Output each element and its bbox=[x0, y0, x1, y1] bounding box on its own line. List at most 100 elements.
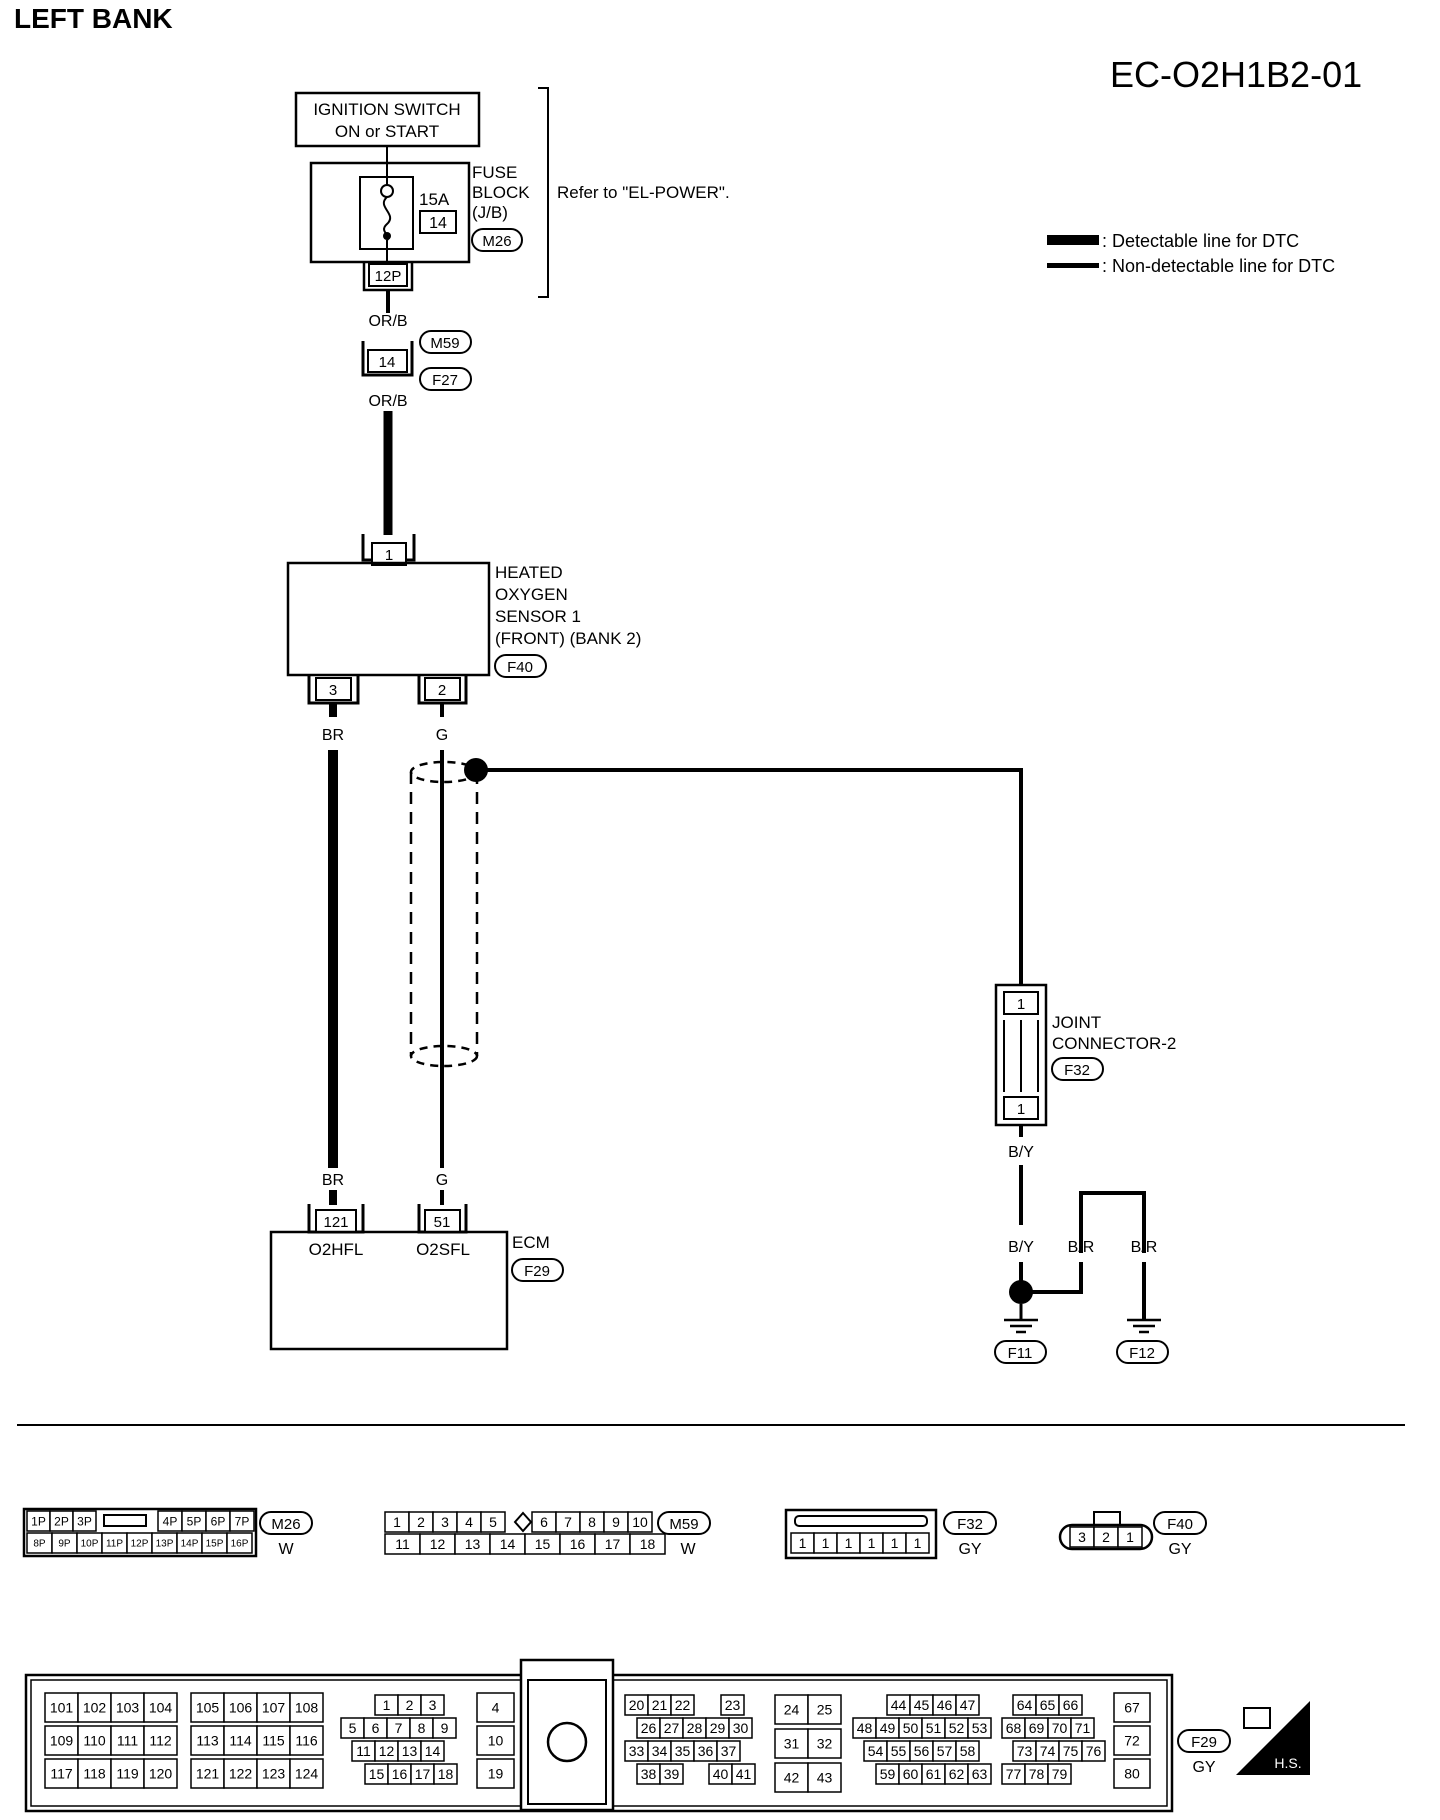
pin-label: 17 bbox=[415, 1766, 431, 1782]
pin-label: 9 bbox=[612, 1514, 620, 1530]
pin-label: 1 bbox=[383, 1697, 391, 1713]
pin-cell bbox=[476, 1692, 515, 1723]
svg-text:HEATED: HEATED bbox=[495, 563, 563, 582]
pin-cell bbox=[629, 1533, 666, 1555]
legend: : Detectable line for DTC : Non-detectab… bbox=[1047, 231, 1335, 276]
pin-label: 3 bbox=[1078, 1529, 1086, 1545]
pin-cell bbox=[476, 1758, 515, 1789]
pin-label: 1 bbox=[799, 1535, 807, 1551]
svg-text:BR: BR bbox=[322, 727, 344, 744]
pin-label: 1 bbox=[914, 1535, 922, 1551]
junction-pin: 14 bbox=[379, 354, 396, 371]
svg-text:OR/B: OR/B bbox=[368, 313, 407, 330]
pin-label: 121 bbox=[196, 1766, 220, 1782]
pin-label: 53 bbox=[972, 1720, 988, 1736]
pin-cell bbox=[480, 1511, 506, 1533]
pin-label: 12 bbox=[379, 1743, 395, 1759]
pin-cell bbox=[670, 1694, 695, 1716]
pin-label: 10 bbox=[632, 1514, 648, 1530]
ground-badge-f12: F12 bbox=[1129, 1345, 1155, 1362]
pin-label: 15 bbox=[535, 1536, 551, 1552]
svg-text:O2HFL: O2HFL bbox=[309, 1240, 364, 1259]
pin-label: 2 bbox=[417, 1514, 425, 1530]
svg-text:M59: M59 bbox=[430, 335, 459, 352]
pin-label: 45 bbox=[914, 1697, 930, 1713]
sensor-wires: BR G BR G bbox=[322, 703, 1023, 1205]
pin-cell bbox=[1058, 1694, 1083, 1716]
pin-label: 43 bbox=[817, 1770, 833, 1786]
pin-label: 114 bbox=[229, 1733, 252, 1749]
pin-label: 11 bbox=[395, 1536, 410, 1552]
pin-label: 5P bbox=[187, 1514, 202, 1528]
pin-label: 110 bbox=[83, 1733, 106, 1749]
pin-label: 54 bbox=[868, 1743, 884, 1759]
pin-label: 12 bbox=[430, 1536, 446, 1552]
pin-label: 44 bbox=[891, 1697, 907, 1713]
pin-cell bbox=[905, 1532, 930, 1554]
diagram-code: EC-O2H1B2-01 bbox=[1110, 54, 1362, 95]
pin-label: 35 bbox=[675, 1743, 691, 1759]
pin-label: 16 bbox=[392, 1766, 408, 1782]
pin-label: 102 bbox=[83, 1700, 107, 1716]
connector-key bbox=[513, 1511, 533, 1533]
pin-cell bbox=[44, 1692, 79, 1723]
pin-label: 19 bbox=[488, 1766, 504, 1782]
pin-label: 112 bbox=[149, 1733, 172, 1749]
pin-label: 14P bbox=[181, 1539, 199, 1550]
pin-label: 101 bbox=[50, 1700, 74, 1716]
pin-label: 60 bbox=[903, 1766, 919, 1782]
pin-cell bbox=[226, 1532, 253, 1554]
svg-text:ECM: ECM bbox=[512, 1233, 550, 1252]
pin-cell bbox=[223, 1692, 258, 1723]
pin-label: 11 bbox=[356, 1743, 371, 1759]
pin-cell bbox=[720, 1694, 745, 1716]
pin-label: 1P bbox=[31, 1514, 46, 1528]
pin-label: 25 bbox=[817, 1702, 833, 1718]
pin-cell bbox=[967, 1717, 992, 1739]
pin-cell bbox=[420, 1740, 445, 1762]
pin-label: 6 bbox=[372, 1720, 380, 1736]
pin-label: 5 bbox=[489, 1514, 497, 1530]
pin-label: 5 bbox=[349, 1720, 357, 1736]
pin-cell bbox=[432, 1717, 457, 1739]
pin-label: 15P bbox=[206, 1539, 224, 1550]
svg-text:1: 1 bbox=[1017, 996, 1025, 1013]
pin-cell bbox=[774, 1762, 809, 1793]
pin-label: 10 bbox=[488, 1733, 504, 1749]
pin-label: 3 bbox=[429, 1697, 437, 1713]
pin-label: 67 bbox=[1124, 1700, 1140, 1716]
svg-text:M59: M59 bbox=[669, 1516, 698, 1533]
pin-label: 18 bbox=[438, 1766, 454, 1782]
pin-label: 80 bbox=[1124, 1766, 1140, 1782]
pin-cell bbox=[955, 1740, 980, 1762]
pin-label: 62 bbox=[949, 1766, 965, 1782]
pin-label: 7 bbox=[564, 1514, 572, 1530]
svg-text:B/R: B/R bbox=[1131, 1239, 1158, 1256]
pin-label: 116 bbox=[295, 1733, 318, 1749]
pin-label: 31 bbox=[784, 1736, 800, 1752]
pin-label: 16 bbox=[570, 1536, 586, 1552]
pin-label: 73 bbox=[1017, 1743, 1033, 1759]
svg-text:F29: F29 bbox=[1191, 1734, 1217, 1751]
pin-label: 77 bbox=[1006, 1766, 1022, 1782]
pin-label: 26 bbox=[641, 1720, 657, 1736]
svg-text:M26: M26 bbox=[271, 1516, 300, 1533]
svg-text:G: G bbox=[436, 727, 448, 744]
pin-label: 2 bbox=[406, 1697, 414, 1713]
pin-cell bbox=[77, 1692, 112, 1723]
legend-detectable: : Detectable line for DTC bbox=[1102, 231, 1299, 251]
fuse-connector-badge: M26 bbox=[482, 233, 511, 250]
pin-cell bbox=[1081, 1740, 1106, 1762]
pin-label: 15 bbox=[369, 1766, 385, 1782]
svg-text:(FRONT) (BANK 2): (FRONT) (BANK 2) bbox=[495, 629, 641, 648]
pin-label: 20 bbox=[629, 1697, 645, 1713]
svg-text:F32: F32 bbox=[957, 1516, 983, 1533]
pin-label: 1 bbox=[891, 1535, 899, 1551]
pin-label: 14 bbox=[500, 1536, 516, 1552]
pin-label: 105 bbox=[196, 1700, 220, 1716]
pin-label: 113 bbox=[196, 1733, 219, 1749]
pin-cell bbox=[716, 1740, 741, 1762]
pin-label: 3P bbox=[77, 1514, 92, 1528]
